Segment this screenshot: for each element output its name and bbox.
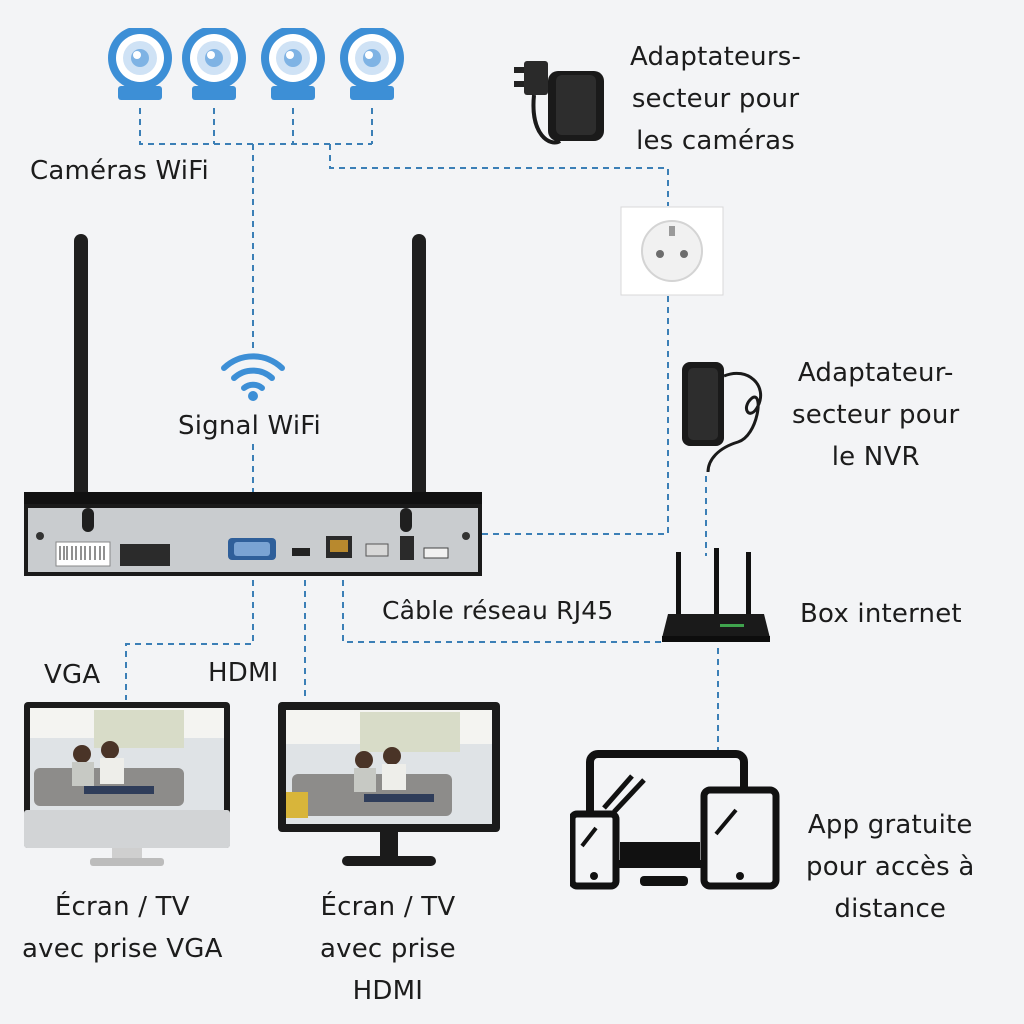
wall-socket-icon (620, 206, 724, 296)
socket-to-nvr-line (480, 296, 669, 535)
power-adapter-icon (514, 61, 604, 145)
camera-icon (108, 28, 172, 100)
rj45-line (342, 580, 664, 643)
rj45-label: Câble réseau RJ45 (382, 596, 614, 625)
camera-icon (182, 28, 246, 100)
monitor-icon (24, 702, 230, 866)
vga-label: VGA (44, 660, 101, 690)
nvr-adapter-label: Adaptateur- secteur pour le NVR (792, 358, 960, 473)
wifi-icon (221, 353, 285, 401)
hdmi-label: HDMI (208, 658, 279, 688)
box-label: Box internet (800, 599, 962, 629)
screen-vga-label: Écran / TV avec prise VGA (22, 892, 223, 965)
power-adapter-icon (682, 362, 763, 473)
nvr-icon (24, 234, 482, 576)
camera-icon (261, 28, 325, 100)
camera-adapters-label: Adaptateurs- secteur pour les caméras (630, 42, 802, 157)
screen-hdmi-label: Écran / TV avec prise HDMI (320, 892, 456, 1007)
devices-icon (570, 750, 780, 890)
wifi-signal-label: Signal WiFi (178, 411, 321, 441)
router-icon (662, 548, 770, 642)
cameras-label: Caméras WiFi (30, 156, 209, 186)
wifi-cameras (108, 28, 404, 100)
app-label: App gratuite pour accès à distance (806, 810, 975, 925)
monitor-icon (278, 702, 500, 866)
camera-adapter-to-socket-line (329, 144, 669, 206)
camera-bus-line (139, 108, 373, 145)
camera-icon (340, 28, 404, 100)
